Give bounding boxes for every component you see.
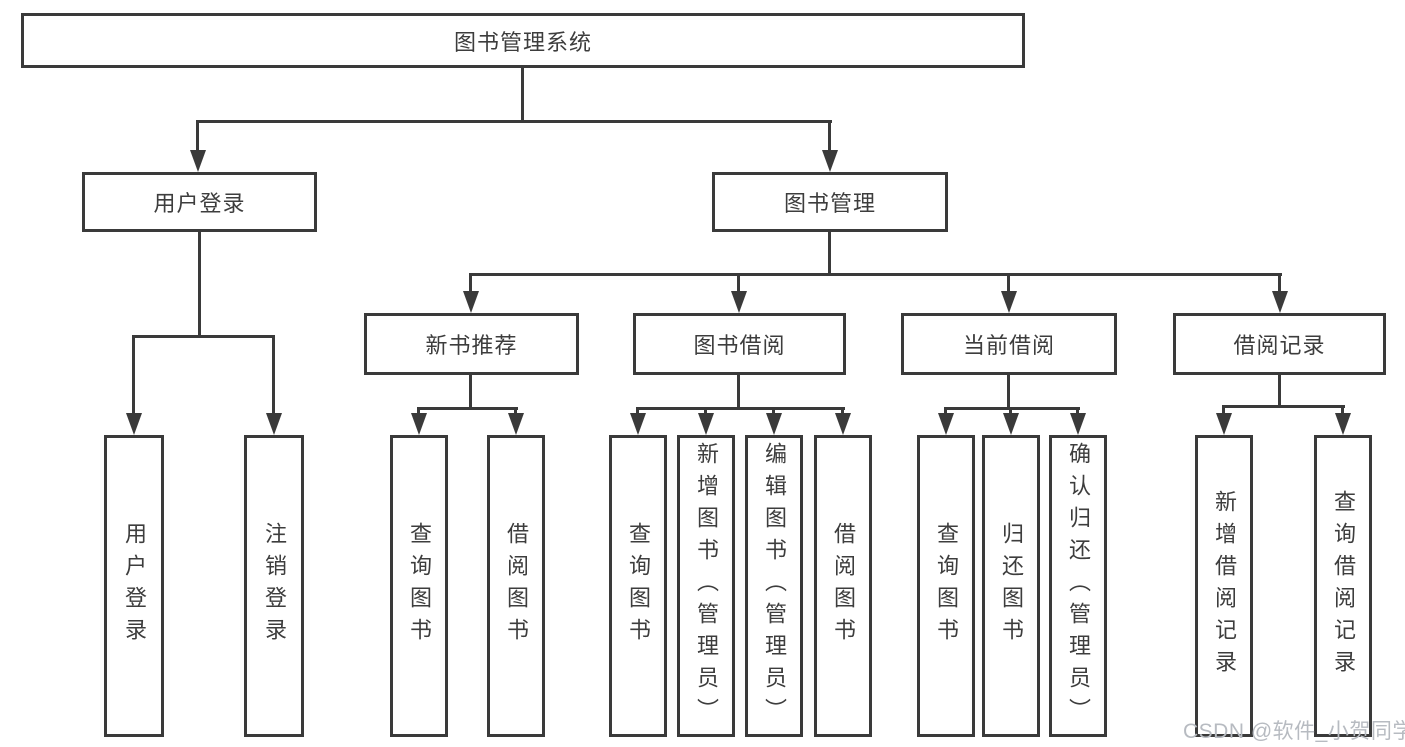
node-label: 查询图书 bbox=[407, 522, 432, 650]
edge-line bbox=[737, 273, 740, 293]
arrowhead bbox=[266, 413, 282, 435]
node-leaf-borrow-books-borrowing: 借阅图书 bbox=[814, 435, 872, 737]
node-leaf-query-books-current: 查询图书 bbox=[917, 435, 975, 737]
arrowhead bbox=[1216, 413, 1232, 435]
edge-line bbox=[521, 68, 524, 120]
node-leaf-edit-book-admin: 编辑图书（管理员） bbox=[745, 435, 803, 737]
node-leaf-user-login: 用户登录 bbox=[104, 435, 164, 737]
node-label: 编辑图书（管理员） bbox=[762, 442, 787, 730]
arrowhead bbox=[1272, 291, 1288, 313]
edge-line bbox=[1007, 375, 1010, 410]
node-label: 借阅图书 bbox=[831, 522, 856, 650]
arrowhead bbox=[822, 150, 838, 172]
edge-line bbox=[944, 407, 1080, 410]
edge-line bbox=[704, 407, 707, 415]
node-leaf-logout: 注销登录 bbox=[244, 435, 304, 737]
node-label: 注销登录 bbox=[262, 522, 287, 650]
arrowhead bbox=[126, 413, 142, 435]
edge-line bbox=[1278, 375, 1281, 408]
arrowhead bbox=[190, 150, 206, 172]
node-label: 归还图书 bbox=[999, 522, 1024, 650]
node-label: 确认归还（管理员） bbox=[1066, 442, 1091, 730]
node-label: 图书借阅 bbox=[693, 333, 786, 358]
node-label: 用户登录 bbox=[153, 191, 246, 216]
edge-line bbox=[1222, 405, 1225, 415]
arrowhead bbox=[1003, 413, 1019, 435]
edge-line bbox=[1222, 405, 1345, 408]
edge-line bbox=[469, 273, 1282, 276]
arrowhead bbox=[698, 413, 714, 435]
arrowhead bbox=[1335, 413, 1351, 435]
edge-line bbox=[132, 335, 135, 415]
arrowhead bbox=[1001, 291, 1017, 313]
arrowhead bbox=[463, 291, 479, 313]
edge-line bbox=[196, 120, 199, 151]
node-label: 借阅记录 bbox=[1233, 333, 1326, 358]
node-label: 新增借阅记录 bbox=[1212, 490, 1237, 682]
node-borrowing-records: 借阅记录 bbox=[1173, 313, 1386, 375]
node-leaf-add-book-admin: 新增图书（管理员） bbox=[677, 435, 735, 737]
edge-line bbox=[841, 407, 844, 415]
edge-line bbox=[944, 407, 947, 415]
node-book-borrowing: 图书借阅 bbox=[633, 313, 846, 375]
node-user-login: 用户登录 bbox=[82, 172, 317, 232]
edge-line bbox=[828, 120, 831, 151]
node-leaf-confirm-return-admin: 确认归还（管理员） bbox=[1049, 435, 1107, 737]
node-label: 新增图书（管理员） bbox=[694, 442, 719, 730]
edge-line bbox=[737, 375, 740, 410]
edge-line bbox=[636, 407, 639, 415]
node-label: 图书管理系统 bbox=[453, 29, 592, 55]
node-book-management: 图书管理 bbox=[712, 172, 948, 232]
edge-line bbox=[636, 407, 845, 410]
node-new-book-recommendation: 新书推荐 bbox=[364, 313, 579, 375]
arrowhead bbox=[1070, 413, 1086, 435]
edge-line bbox=[469, 273, 472, 293]
edge-line bbox=[132, 335, 275, 338]
node-leaf-return-book: 归还图书 bbox=[982, 435, 1040, 737]
arrowhead bbox=[835, 413, 851, 435]
node-label: 用户登录 bbox=[122, 522, 147, 650]
arrowhead bbox=[766, 413, 782, 435]
edge-line bbox=[417, 407, 518, 410]
arrowhead bbox=[411, 413, 427, 435]
node-label: 查询图书 bbox=[934, 522, 959, 650]
edge-line bbox=[469, 375, 472, 410]
node-current-borrowing: 当前借阅 bbox=[901, 313, 1117, 375]
edge-line bbox=[772, 407, 775, 415]
node-library-management-system: 图书管理系统 bbox=[21, 13, 1025, 68]
edge-line bbox=[1009, 407, 1012, 415]
edge-line bbox=[1278, 273, 1281, 293]
node-label: 新书推荐 bbox=[425, 333, 518, 358]
node-label: 查询图书 bbox=[626, 522, 651, 650]
edge-line bbox=[417, 407, 420, 415]
node-label: 查询借阅记录 bbox=[1331, 490, 1356, 682]
edge-line bbox=[1007, 273, 1010, 293]
arrowhead bbox=[508, 413, 524, 435]
arrowhead bbox=[630, 413, 646, 435]
csdn-watermark: CSDN @软件_小贺同学 bbox=[1183, 720, 1405, 743]
arrowhead bbox=[731, 291, 747, 313]
node-leaf-query-books-borrowing: 查询图书 bbox=[609, 435, 667, 737]
edge-line bbox=[514, 407, 517, 415]
node-leaf-query-borrow-record: 查询借阅记录 bbox=[1314, 435, 1372, 737]
node-leaf-query-books-recommend: 查询图书 bbox=[390, 435, 448, 737]
edge-line bbox=[198, 232, 201, 335]
arrowhead bbox=[938, 413, 954, 435]
node-label: 图书管理 bbox=[783, 191, 876, 216]
edge-line bbox=[1076, 407, 1079, 415]
node-leaf-borrow-books-recommend: 借阅图书 bbox=[487, 435, 545, 737]
edge-line bbox=[196, 120, 832, 123]
node-label: 借阅图书 bbox=[504, 522, 529, 650]
node-leaf-add-borrow-record: 新增借阅记录 bbox=[1195, 435, 1253, 737]
node-label: 当前借阅 bbox=[962, 333, 1055, 358]
edge-line bbox=[272, 335, 275, 415]
edge-line bbox=[828, 232, 831, 276]
edge-line bbox=[1341, 405, 1344, 415]
